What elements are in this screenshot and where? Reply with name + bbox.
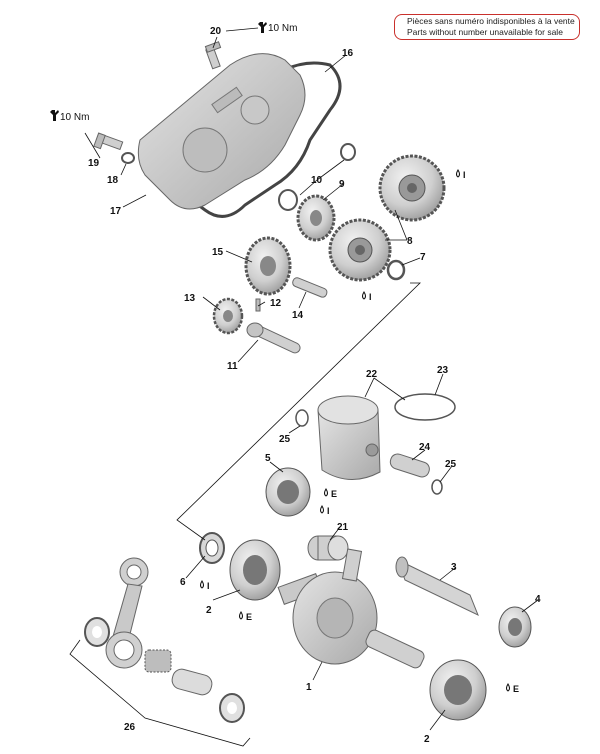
bolt-19 (93, 132, 124, 151)
callout-8: 8 (407, 236, 413, 247)
callout-6: 6 (180, 577, 186, 588)
callout-3: 3 (451, 562, 457, 573)
piston-pin-24 (389, 453, 430, 478)
lube-symbol-oil-gear8-small: I (369, 292, 372, 302)
washer-26-left (84, 617, 110, 647)
oil-drop-icon (456, 169, 460, 178)
callout-18: 18 (107, 175, 119, 186)
lube-symbol-grease-bearing2-right: E (513, 684, 519, 694)
callout-15: 15 (212, 247, 224, 258)
callout-13: 13 (184, 293, 196, 304)
washer-26-right (219, 693, 245, 723)
gasket-16 (183, 61, 342, 218)
callout-14: 14 (292, 310, 304, 321)
circlip-7 (386, 259, 406, 281)
callout-17: 17 (110, 206, 122, 217)
callout-4: 4 (535, 594, 541, 605)
callout-10: 10 (311, 175, 323, 186)
callout-7: 7 (420, 252, 426, 263)
washer-18 (121, 152, 135, 164)
bearing-5 (265, 467, 311, 517)
callout-1: 1 (306, 682, 312, 693)
crankshaft-1 (277, 548, 425, 669)
lube-symbol-grease-bearing5: E (331, 489, 337, 499)
oil-drop-icon (362, 291, 366, 300)
bolt-20 (204, 41, 222, 70)
callout-25-lower: 25 (445, 459, 457, 470)
circlip-10 (278, 143, 356, 211)
torque-label-19: 10 Nm (60, 112, 89, 123)
gear-8-small (328, 218, 392, 282)
callout-2-left: 2 (206, 605, 212, 616)
lube-symbol-oil-gear8: I (463, 170, 466, 180)
notice-line-english: Parts without number unavailable for sal… (407, 27, 563, 37)
leader-lines (69, 27, 539, 747)
gear-9 (296, 194, 336, 242)
bearing-4 (498, 606, 532, 648)
callout-19: 19 (88, 158, 100, 169)
oil-drop-icon (239, 611, 243, 620)
callout-5: 5 (265, 453, 271, 464)
bearing-21 (307, 535, 349, 561)
callout-9: 9 (339, 179, 345, 190)
notice-line-french: Pièces sans numéro indisponibles à la ve… (407, 16, 575, 26)
unavailable-parts-notice: Pièces sans numéro indisponibles à la ve… (394, 14, 580, 40)
callout-24: 24 (419, 442, 431, 453)
callout-11: 11 (227, 361, 238, 372)
gear-13 (212, 297, 244, 335)
connecting-rod-26 (105, 557, 149, 669)
bearing-2-left (229, 539, 281, 601)
cover-17 (137, 53, 306, 210)
oil-drop-icon (506, 683, 510, 692)
callout-23: 23 (437, 365, 449, 376)
shaft-14 (292, 277, 328, 298)
piston-ring-23 (394, 393, 456, 421)
circlip-25-lower (431, 479, 443, 495)
callout-2-right: 2 (424, 734, 430, 745)
wrench-icon (50, 110, 59, 121)
piston-22 (317, 395, 381, 481)
shaft-11 (246, 322, 301, 354)
wrench-icon (258, 22, 267, 33)
seal-6 (199, 532, 225, 564)
circlip-25-upper (295, 409, 309, 427)
callout-16: 16 (342, 48, 354, 59)
oil-drop-icon (200, 580, 204, 589)
lube-symbol-grease-bearing2-left: E (246, 612, 252, 622)
bearing-2-right (429, 659, 487, 721)
gear-8-large (378, 154, 446, 222)
callout-21: 21 (337, 522, 349, 533)
needle-bearing-26 (144, 649, 172, 673)
callout-12: 12 (270, 298, 282, 309)
callout-26: 26 (124, 722, 136, 733)
oil-drop-icon (320, 505, 324, 514)
oil-drop-icon (324, 488, 328, 497)
callout-22: 22 (366, 369, 378, 380)
callout-25-upper: 25 (279, 434, 291, 445)
shaft-3 (395, 556, 479, 617)
crankpin-26 (171, 668, 213, 696)
torque-label-20: 10 Nm (268, 23, 297, 34)
gear-15 (244, 236, 292, 296)
callout-20: 20 (210, 26, 222, 37)
lube-symbol-oil-seal6: I (207, 581, 210, 591)
lube-symbol-oil-bearing21: I (327, 506, 330, 516)
